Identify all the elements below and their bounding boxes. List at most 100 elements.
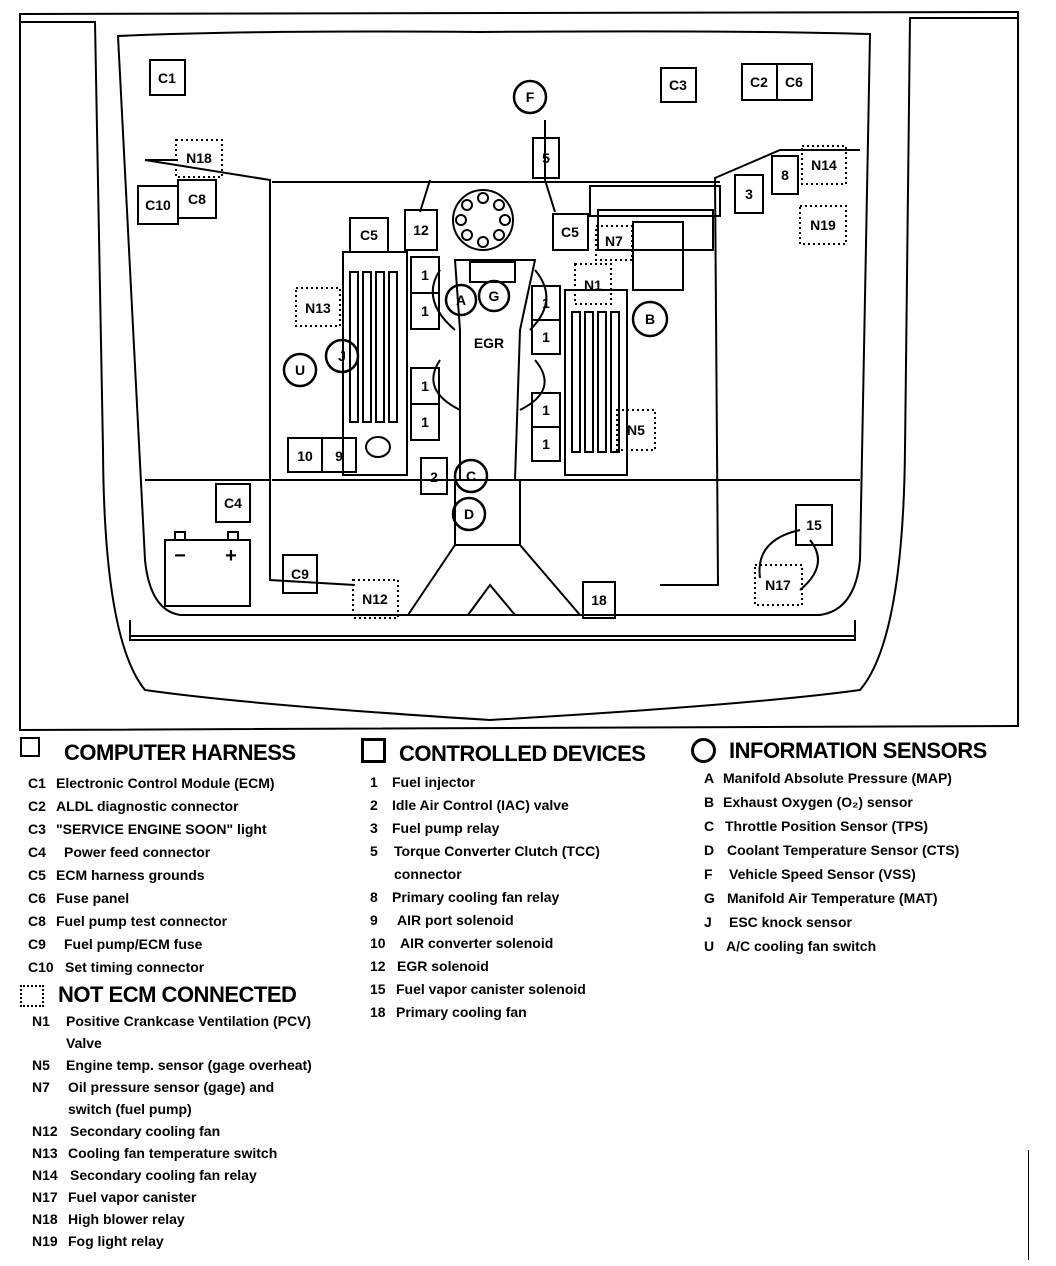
item-code: F — [704, 866, 713, 882]
label-n1: N1 — [584, 277, 602, 293]
inner-compartment — [116, 30, 872, 616]
box-5[interactable] — [532, 137, 560, 179]
engine-compartment-diagram: C1 C3 C2 C6 F N18 C10 C8 5 8 N14 3 N19 C… — [19, 10, 1019, 732]
label-10: 10 — [297, 448, 313, 464]
item-desc-cont: Valve — [66, 1035, 102, 1051]
item-code: C6 — [28, 890, 46, 906]
item-code: C8 — [28, 913, 46, 929]
right-margin-line — [1028, 1150, 1029, 1260]
right-head-fins — [571, 311, 620, 453]
item-desc: Fuel vapor canister solenoid — [396, 981, 586, 997]
item-code: N18 — [32, 1211, 58, 1227]
air-cleaner-body — [597, 209, 714, 251]
label-c9: C9 — [291, 566, 309, 582]
label-b: B — [645, 311, 655, 327]
item-desc: Electronic Control Module (ECM) — [56, 775, 275, 791]
label-injector: 1 — [421, 303, 429, 319]
label-injector: 1 — [542, 436, 550, 452]
box-3[interactable] — [734, 174, 764, 214]
label-d: D — [464, 506, 474, 522]
item-desc: Manifold Absolute Pressure (MAP) — [723, 770, 952, 786]
list-item: N18 High blower relay — [32, 1208, 312, 1230]
item-code: A — [704, 770, 715, 786]
box-c6[interactable] — [776, 63, 813, 101]
item-desc: Secondary cooling fan — [70, 1123, 221, 1139]
label-9: 9 — [335, 448, 343, 464]
box-c4[interactable] — [215, 483, 251, 523]
label-c4: C4 — [224, 495, 242, 511]
item-desc: Fog light relay — [68, 1233, 164, 1249]
label-12: 12 — [413, 222, 429, 238]
box-9[interactable] — [321, 437, 357, 473]
item-code: D — [704, 842, 715, 858]
air-cleaner — [589, 185, 721, 217]
item-desc: Secondary cooling fan relay — [70, 1167, 257, 1183]
item-desc: Power feed connector — [64, 844, 211, 860]
battery — [164, 539, 251, 607]
item-code: 2 — [370, 797, 378, 813]
battery-post-pos — [227, 531, 239, 541]
box-c3[interactable] — [660, 67, 697, 103]
item-code: N14 — [32, 1167, 58, 1183]
label-15: 15 — [806, 517, 822, 533]
list-item: C5 ECM harness grounds — [28, 864, 275, 887]
item-code: C5 — [28, 867, 46, 883]
item-code: N13 — [32, 1145, 58, 1161]
item-code: N19 — [32, 1233, 58, 1249]
item-code: C2 — [28, 798, 46, 814]
list-item: U A/C cooling fan switch — [704, 934, 959, 958]
item-desc: Fuel pump test connector — [56, 913, 228, 929]
item-code: U — [704, 938, 715, 954]
intake-plenum — [453, 259, 537, 481]
label-2: 2 — [430, 469, 438, 485]
box-c5-right[interactable] — [552, 213, 589, 251]
item-desc: ECM harness grounds — [56, 867, 205, 883]
label-n7: N7 — [605, 233, 623, 249]
engine-block — [272, 181, 720, 481]
label-injector: 1 — [421, 267, 429, 283]
left-apron — [144, 159, 356, 586]
box-c8[interactable] — [177, 179, 217, 219]
item-code: N12 — [32, 1123, 58, 1139]
box-15[interactable] — [795, 504, 833, 546]
box-2[interactable] — [420, 457, 448, 495]
item-desc: Engine temp. sensor (gage overheat) — [66, 1057, 312, 1073]
box-18[interactable] — [582, 581, 616, 619]
item-code: 5 — [370, 843, 378, 859]
box-c5-left[interactable] — [349, 217, 389, 253]
label-n17: N17 — [765, 577, 791, 593]
item-desc: Fuel vapor canister — [68, 1189, 197, 1205]
item-desc: "SERVICE ENGINE SOON" light — [56, 821, 267, 837]
box-c1[interactable] — [149, 59, 186, 96]
sensor-circles[interactable] — [282, 79, 669, 532]
item-code: 15 — [370, 981, 386, 997]
injector-boxes[interactable] — [410, 256, 561, 462]
item-desc: EGR solenoid — [397, 958, 489, 974]
information-sensors-title: INFORMATION SENSORS — [729, 738, 987, 763]
box-c9[interactable] — [282, 554, 318, 594]
dotted-boxes[interactable] — [175, 139, 847, 619]
item-desc: A/C cooling fan switch — [726, 938, 877, 954]
item-code: 1 — [370, 774, 378, 790]
box-8[interactable] — [771, 155, 799, 195]
harness-wires — [419, 120, 556, 213]
item-desc: High blower relay — [68, 1211, 185, 1227]
label-egr: EGR — [474, 335, 504, 351]
box-12[interactable] — [404, 209, 438, 251]
label-injector: 1 — [421, 378, 429, 394]
distributor-terminals — [455, 192, 511, 248]
list-item: C8 Fuel pump test connector — [28, 910, 275, 933]
label-injector: 1 — [542, 295, 550, 311]
controlled-devices-title: CONTROLLED DEVICES — [399, 741, 646, 766]
